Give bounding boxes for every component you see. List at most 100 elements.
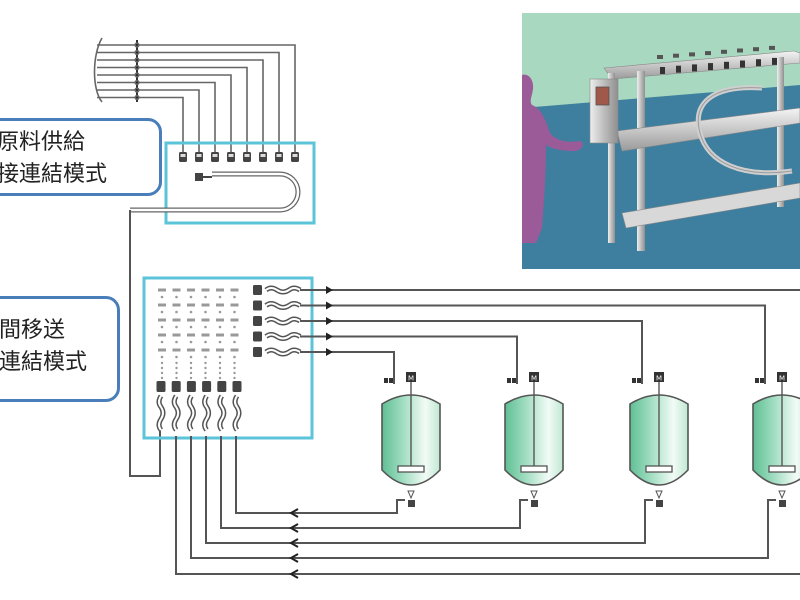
inlet-junction [134,94,140,101]
return-port-connector [156,381,166,392]
grid-valve [216,303,224,307]
outlet-port-connector [253,300,262,311]
grid-valve [230,333,239,337]
inlet-pipe [97,51,280,152]
inlet-junction [134,72,140,78]
render-valve [724,61,729,69]
render-valve [676,65,681,73]
grid-valve [187,333,195,337]
equipment-render-photo [522,13,800,269]
inlet-junction [134,49,140,56]
outlet-line [300,335,518,384]
grid-valve [230,303,239,307]
flow-arrow-left [288,523,299,533]
drain-valve-actuator [531,500,538,507]
manifold-valve-grid [158,288,239,380]
inlet-valve [384,378,388,383]
inlet-junction [134,42,140,48]
agitator-motor [777,372,787,382]
render-valve [772,57,777,65]
render-valve [708,63,713,71]
outlet-line [300,320,643,384]
grid-valve [216,318,224,322]
connector-loop-pipe [129,210,161,477]
drain-valve-actuator [408,500,415,507]
return-line [190,436,776,559]
lower-manifold-return-ports [156,381,242,432]
return-pipe-lines [175,436,800,579]
agitator-impeller [397,465,425,473]
flow-arrow-right [326,301,333,310]
return-line [235,436,405,514]
outlet-port-connector [253,331,262,342]
grid-valve [187,303,195,307]
grid-valve [216,348,224,352]
inlet-pipe [97,59,264,152]
grid-valve [187,288,195,292]
return-port-connector [232,381,242,392]
agitator-impeller [645,465,673,473]
drain-valve [530,490,538,500]
grid-valve [158,288,166,292]
inlet-pipe [97,66,248,152]
upper-transfer-loop [130,171,301,213]
inlet-junction [134,87,140,93]
supply-mode-label-line1: 原料供給 [0,130,86,155]
lower-manifold-frame [142,276,314,440]
agitator-motor [406,372,416,382]
tank-1: M [381,372,441,507]
grid-valve [201,318,210,322]
inlet-pipe [97,74,232,152]
grid-valve [201,333,210,337]
transfer-mode-label: 間移送 連結模式 [0,296,120,402]
grid-valve [187,348,195,352]
drain-valve-actuator [779,500,786,507]
return-line [175,436,800,575]
grid-valve [158,348,166,352]
return-line [220,436,528,529]
grid-valve [172,318,181,322]
grid-valve [172,303,181,307]
agitator-motor [654,372,664,382]
drain-valve [778,490,786,500]
flow-arrow-right [326,286,333,294]
grid-valve [230,288,239,292]
tank-vessel [752,394,800,486]
grid-valve [230,318,239,322]
upper-manifold-ports [179,152,299,162]
outlet-port-connector [253,285,262,295]
supply-mode-label-line2: 接連結模式 [0,162,108,187]
grid-valve [201,348,210,352]
drain-valve [655,490,663,500]
flow-arrow-left [288,569,299,579]
grid-valve [201,288,210,292]
inlet-pipe [97,96,184,152]
upper-manifold-frame [164,141,316,225]
return-port-connector [186,381,196,392]
render-valve [692,64,697,72]
inlet-junction [134,57,140,63]
motor-label: M [408,375,414,383]
inlet-valve [755,378,759,383]
flow-arrow-right [326,348,333,356]
grid-valve [158,318,166,322]
grid-valve [201,303,210,307]
inlet-junction [134,79,140,86]
manifold-station-frame [589,45,800,251]
inlet-valve [507,378,511,383]
drain-valve-actuator [656,500,663,507]
inlet-bundle-edge [93,37,103,103]
grid-valve [172,348,181,352]
grid-valve [158,303,166,307]
grid-valve [172,333,181,337]
inlet-pipe [97,89,200,152]
agitator-motor [529,372,539,382]
motor-label: M [531,375,537,383]
flow-arrow-left [288,553,299,563]
transfer-mode-label-line1: 間移送 [0,318,66,343]
agitator-impeller [768,465,796,473]
outlet-port-connector [253,316,262,326]
supply-mode-label: 原料供給 接連結模式 [0,118,162,196]
